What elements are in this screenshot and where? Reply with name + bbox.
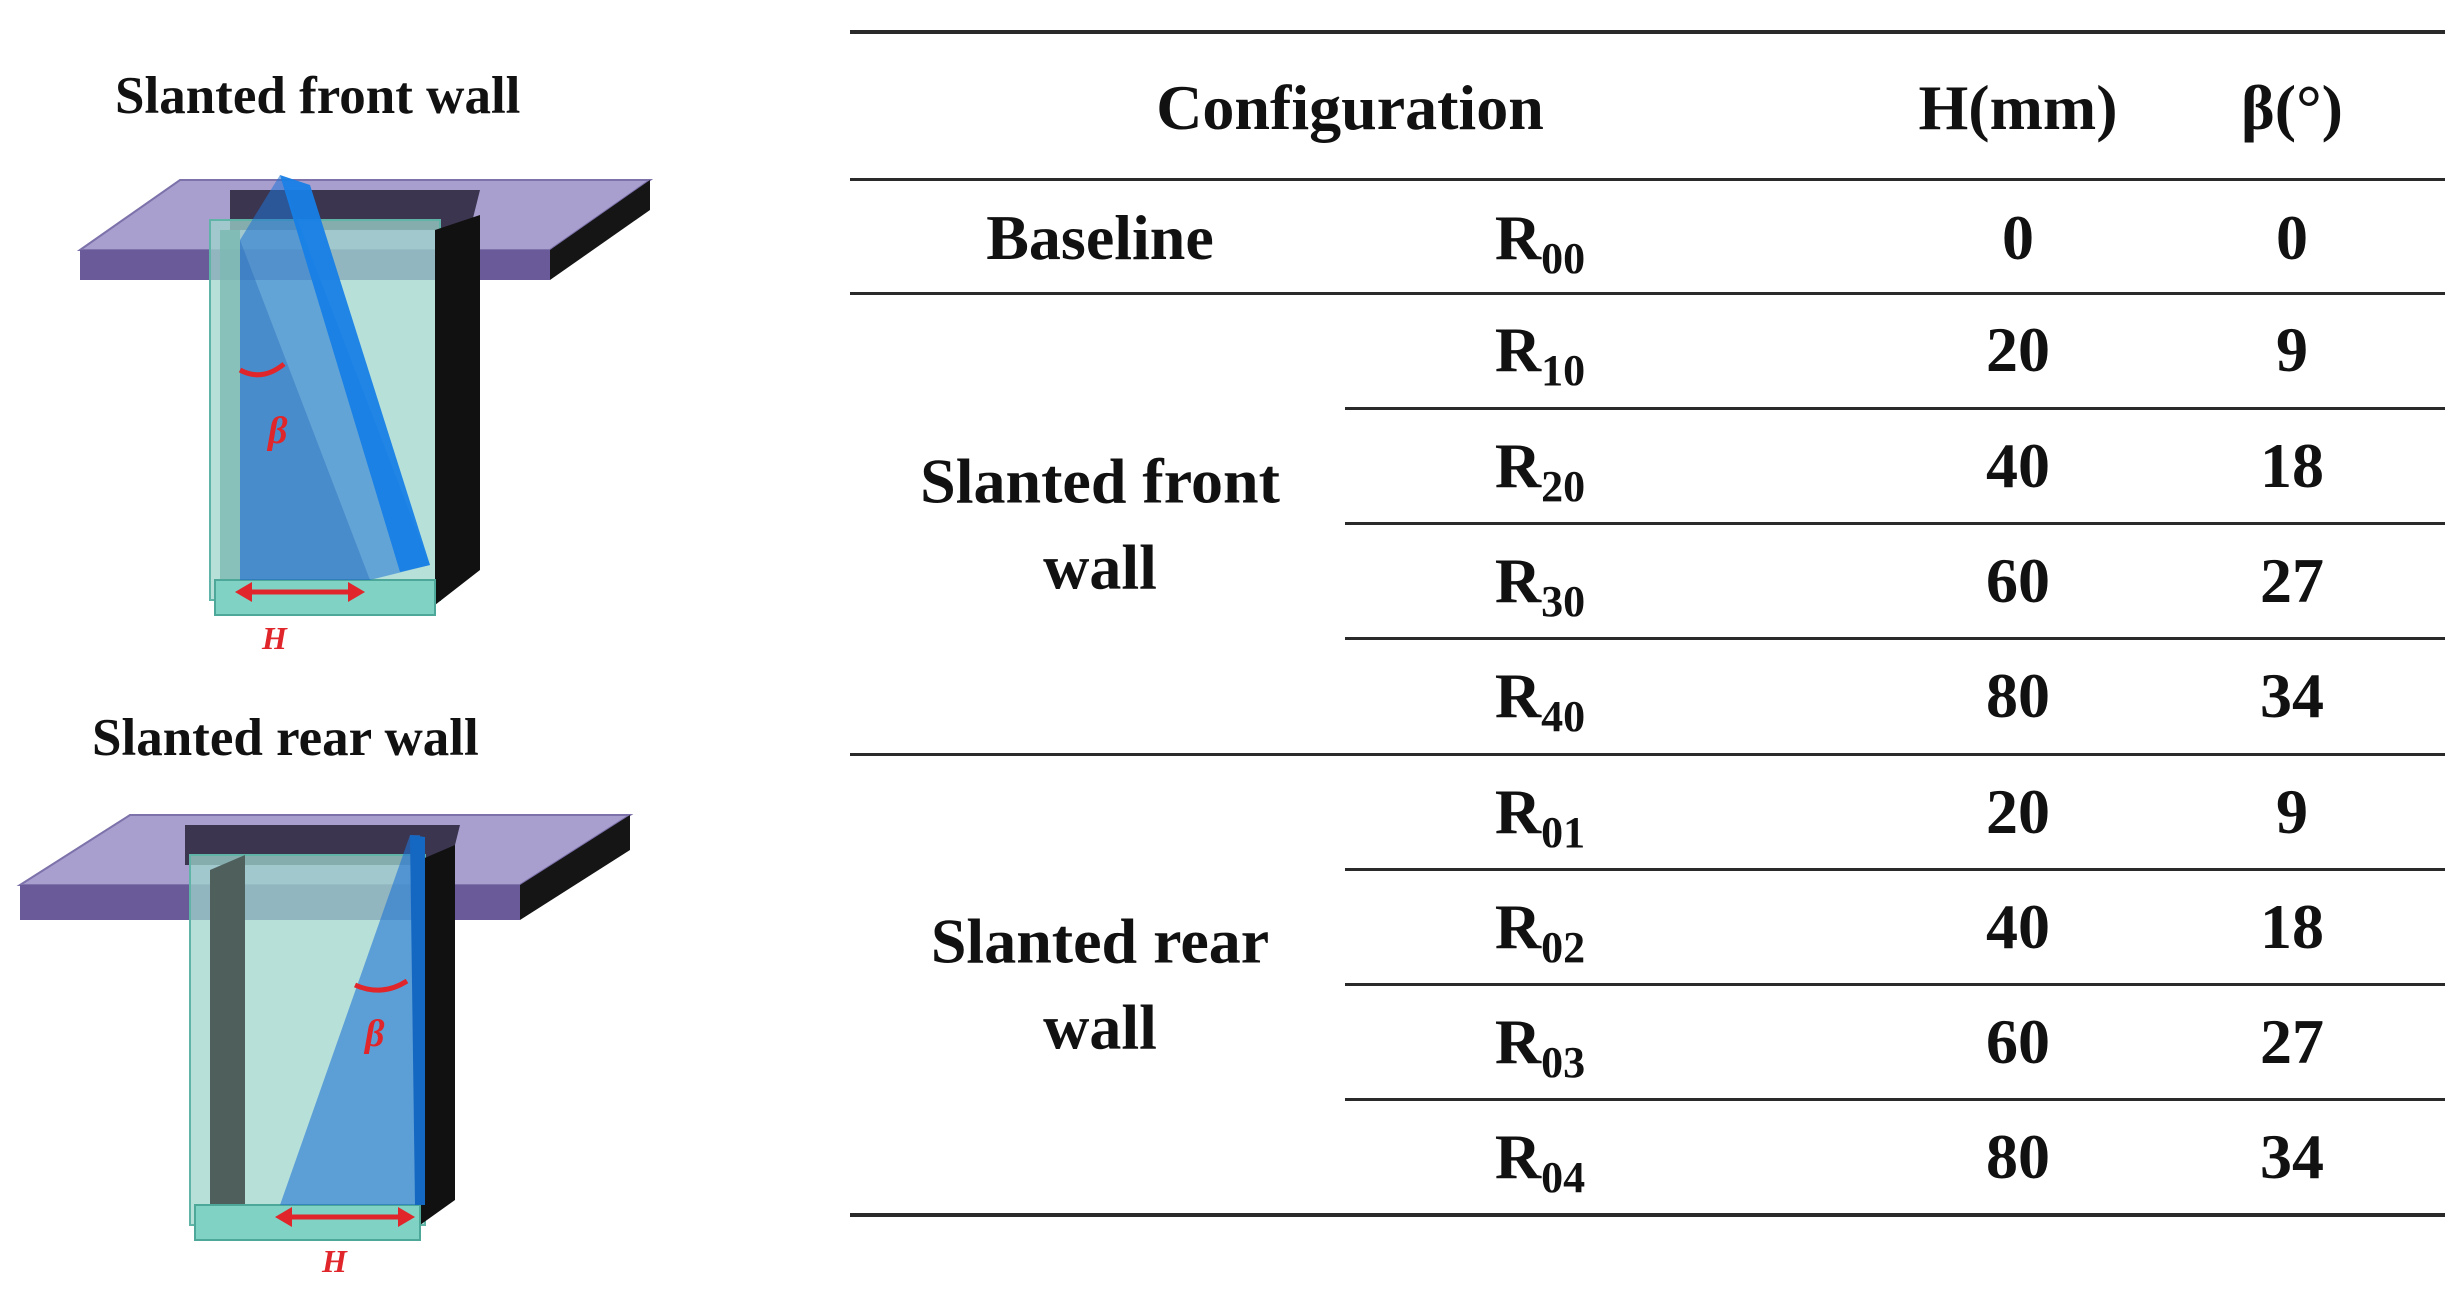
table-bottom-rule [850, 1213, 2445, 1217]
rear-length-label: H [322, 1243, 347, 1279]
row-id: R20 [1494, 430, 1586, 512]
slanted-front-wall-diagram [40, 160, 660, 680]
row-h-value: 40 [1986, 430, 2050, 501]
row-h-value: 80 [1986, 660, 2050, 731]
row-h-value: 20 [1986, 776, 2050, 847]
row-rule [1345, 637, 2445, 640]
group-label-slanted-rear: Slanted rear wall [930, 905, 1270, 1063]
row-id: R03 [1494, 1006, 1586, 1088]
row-h-value: 0 [2002, 202, 2034, 273]
slanted-rear-wall-diagram [10, 775, 650, 1295]
row-rule [1345, 407, 2445, 410]
row-id-subscript: 20 [1541, 462, 1586, 512]
row-rule [1345, 1098, 2445, 1101]
row-h-value: 60 [1986, 545, 2050, 616]
row-id: R10 [1494, 314, 1586, 396]
row-beta-value: 27 [2260, 545, 2324, 616]
row-beta-value: 9 [2276, 776, 2308, 847]
row-beta-value: 9 [2276, 314, 2308, 385]
row-beta-value: 18 [2260, 891, 2324, 962]
row-id: R00 [1494, 202, 1586, 284]
front-length-label: H [262, 620, 287, 656]
row-beta-value: 27 [2260, 1006, 2324, 1077]
row-id: R40 [1494, 660, 1586, 742]
row-id-subscript: 30 [1541, 577, 1586, 627]
header-bottom-rule [850, 178, 2445, 181]
row-rule [1345, 868, 2445, 871]
group-label-baseline: Baseline [986, 201, 1214, 273]
row-h-value: 40 [1986, 891, 2050, 962]
baseline-bottom-rule [850, 292, 2445, 295]
row-h-value: 80 [1986, 1121, 2050, 1192]
header-configuration: Configuration [1156, 72, 1544, 143]
row-id-subscript: 02 [1541, 923, 1586, 973]
rear-wall-title: Slanted rear wall [92, 709, 479, 767]
row-beta-value: 34 [2260, 660, 2324, 731]
front-wall-title: Slanted front wall [115, 67, 521, 125]
front-angle-label: β [268, 410, 288, 452]
row-id-subscript: 01 [1541, 808, 1586, 858]
header-beta: β(°) [2241, 72, 2343, 143]
row-beta-value: 18 [2260, 430, 2324, 501]
row-id-subscript: 00 [1541, 234, 1586, 284]
row-id: R01 [1494, 776, 1586, 858]
row-id-subscript: 10 [1541, 346, 1586, 396]
group-rule [850, 753, 2445, 756]
header-h: H(mm) [1918, 72, 2118, 143]
row-beta-value: 34 [2260, 1121, 2324, 1192]
row-beta-value: 0 [2276, 202, 2308, 273]
rear-angle-label: β [365, 1013, 385, 1055]
row-rule [1345, 983, 2445, 986]
configuration-table: Configuration H(mm) β(°) Baseline Slante… [850, 30, 2445, 1220]
table-top-rule [850, 30, 2445, 34]
row-h-value: 60 [1986, 1006, 2050, 1077]
row-id-subscript: 04 [1541, 1153, 1586, 1203]
row-id: R04 [1494, 1121, 1586, 1203]
row-id: R02 [1494, 891, 1586, 973]
row-id-subscript: 03 [1541, 1038, 1586, 1088]
group-label-slanted-front: Slanted front wall [920, 445, 1280, 603]
row-h-value: 20 [1986, 314, 2050, 385]
row-id: R30 [1494, 545, 1586, 627]
row-id-subscript: 40 [1541, 692, 1586, 742]
row-rule [1345, 522, 2445, 525]
